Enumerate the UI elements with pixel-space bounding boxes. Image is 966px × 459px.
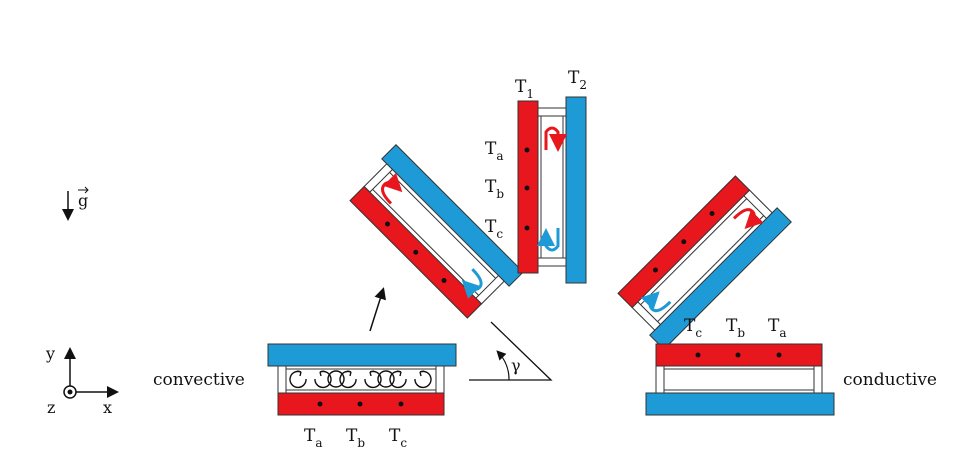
sensor-dot-b xyxy=(524,185,530,191)
sensor-label-c: Tc xyxy=(485,217,503,241)
convective-label: convective xyxy=(153,370,245,390)
sensor-label-a: Ta xyxy=(304,426,323,450)
angle-lines xyxy=(469,321,553,381)
tilted-cell-left xyxy=(349,144,524,319)
sensor-dot-c xyxy=(398,401,404,407)
spacer xyxy=(743,189,773,220)
sensor-dot-a xyxy=(524,147,530,153)
sensor-dot xyxy=(709,210,715,216)
roll xyxy=(377,370,395,388)
inclination-angle: γ xyxy=(469,321,553,381)
roll-tip xyxy=(369,370,375,377)
roll-tip xyxy=(296,370,302,377)
cold-flow-arrow xyxy=(461,268,483,299)
spacer xyxy=(363,163,394,193)
spacer-bottom xyxy=(537,257,567,267)
cold-plate xyxy=(267,343,457,367)
coordinate-axes: y x z xyxy=(45,344,119,417)
roll xyxy=(289,370,307,389)
roll-tip xyxy=(396,370,402,377)
sensor-label-c: Tc xyxy=(389,426,407,450)
sensor-dot-c xyxy=(695,352,701,358)
sensor-dot xyxy=(681,239,687,245)
hot-flow-arrow xyxy=(544,126,567,152)
sensor-dot xyxy=(441,278,447,284)
vector-bar-tip xyxy=(84,186,89,194)
sensor-dot-c xyxy=(524,225,530,231)
roll-tip xyxy=(319,370,325,377)
sensor-label-b: Tb xyxy=(346,426,365,450)
z-axis-dot xyxy=(67,389,73,395)
sensor-label-a: Ta xyxy=(768,316,787,340)
plate-label-T1: T1 xyxy=(515,77,534,101)
spacer-left xyxy=(655,365,665,394)
cold-plate xyxy=(649,207,792,350)
cold-plate-T2 xyxy=(565,96,587,284)
spacer-right xyxy=(813,365,823,394)
spacer-top xyxy=(537,107,567,117)
cold-flow-arrow xyxy=(640,291,672,313)
spacer-right xyxy=(435,365,445,394)
angle-arc xyxy=(496,350,510,381)
axis-z-label: z xyxy=(47,398,55,417)
sensor-label-b: Tb xyxy=(726,316,745,340)
sensor-dot xyxy=(652,267,658,273)
sensor-label-a: Ta xyxy=(485,139,504,163)
sensor-dot-b xyxy=(357,401,363,407)
roll xyxy=(327,370,345,388)
axis-x-label: x xyxy=(103,398,112,417)
roll-tip xyxy=(419,370,425,377)
conductive-label: conductive xyxy=(843,370,937,390)
spacer xyxy=(631,301,662,331)
gravity-label: g xyxy=(78,191,88,210)
flow-line xyxy=(658,216,746,304)
spacer-left xyxy=(277,365,287,394)
axis-y-label: y xyxy=(45,344,55,363)
sensor-dot-a xyxy=(776,352,782,358)
hot-flow-arrow xyxy=(381,173,403,205)
sensor-dot xyxy=(384,221,390,227)
gravity-indicator: g xyxy=(62,186,89,221)
plate-label-T2: T2 xyxy=(568,68,587,92)
sensor-label-b: Tb xyxy=(485,177,504,201)
cold-plate xyxy=(381,144,524,287)
tilted-cell-right xyxy=(617,175,792,350)
vertical-cell: T1 T2 Ta Tb Tc xyxy=(485,68,587,284)
cold-plate xyxy=(645,392,835,416)
flow-line xyxy=(388,192,476,280)
cold-flow-arrow xyxy=(537,228,560,252)
gamma-label: γ xyxy=(511,356,521,375)
sensor-label-c: Tc xyxy=(684,316,702,340)
hot-flow-arrow xyxy=(732,208,764,230)
sensor-dot xyxy=(413,249,419,255)
roll-tip xyxy=(346,370,352,377)
fluid-edge xyxy=(657,215,765,323)
sensor-dot-a xyxy=(317,401,323,407)
fluid-edge xyxy=(640,198,748,306)
fluid-edge xyxy=(372,188,480,296)
sensor-dot-b xyxy=(735,352,741,358)
rotation-arrow xyxy=(369,287,386,332)
convective-cell: Ta Tb Tc convective xyxy=(153,343,457,450)
roll xyxy=(414,370,432,389)
conductive-cell: Tc Tb Ta conductive xyxy=(645,316,937,416)
convection-rolls xyxy=(289,370,432,389)
fluid-edge xyxy=(389,171,497,279)
